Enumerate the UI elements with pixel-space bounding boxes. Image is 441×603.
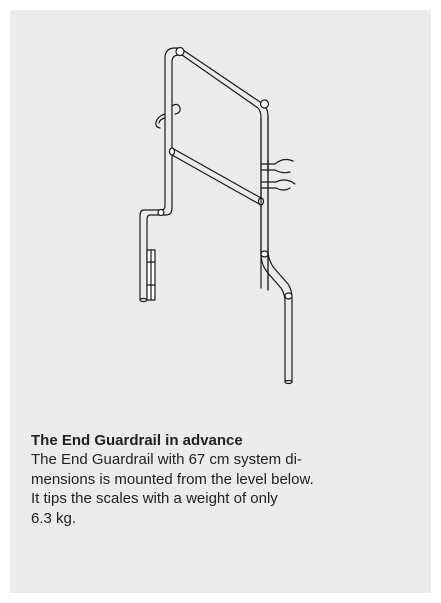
right-leg xyxy=(260,115,293,385)
article-body-line: 6.3 kg. xyxy=(31,509,77,527)
left-bracket xyxy=(146,249,156,301)
article-title: The End Guardrail in advance xyxy=(31,432,243,449)
end-guardrail-illustration xyxy=(139,46,296,385)
clamp-right-lower xyxy=(260,179,296,191)
product-card: The End Guardrail in advance The End Gua… xyxy=(10,10,431,593)
left-leg xyxy=(139,199,173,303)
article-body-line: mensions is mounted from the level below… xyxy=(31,470,314,488)
hook-upper-left xyxy=(155,103,181,129)
article-body: The End Guardrail with 67 cm system di- … xyxy=(31,450,411,528)
caption: The End Guardrail in advance The End Gua… xyxy=(31,431,411,528)
guardrail-top-frame xyxy=(164,46,270,291)
article-body-line: The End Guardrail with 67 cm system di- xyxy=(31,451,302,468)
guardrail-mid-bar xyxy=(168,147,265,206)
clamp-right-upper xyxy=(260,158,294,174)
article-body-line: It tips the scales with a weight of only xyxy=(31,490,278,507)
